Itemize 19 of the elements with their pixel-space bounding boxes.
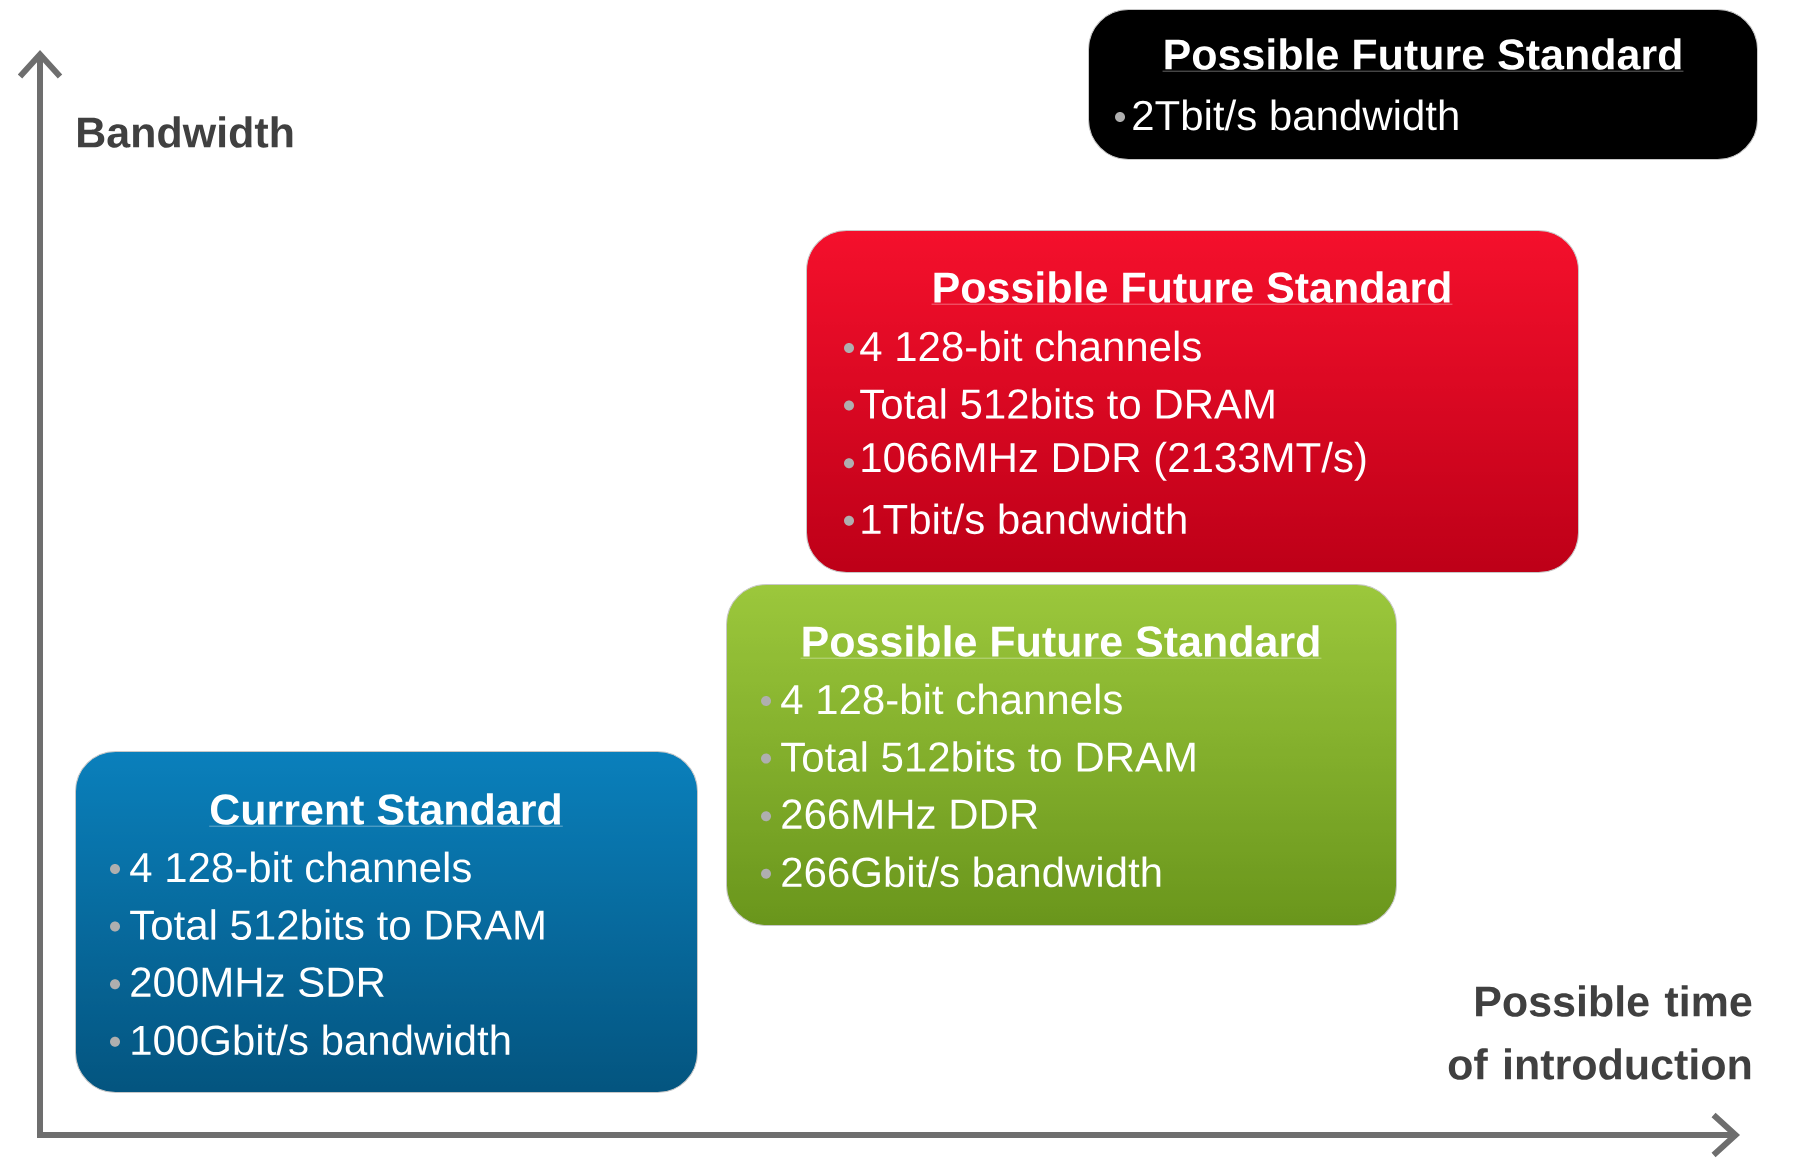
bullet-text: 4 128-bit channels <box>130 851 471 883</box>
bullet-text: 1066MHz DDR (2133MT/s) <box>862 441 1366 481</box>
bullet-text: Total 512bits to DRAM <box>860 388 1274 420</box>
heading: Possible Future Standard <box>931 271 1453 305</box>
bullet-text: 266MHz DDR <box>782 799 1038 830</box>
bullet-text: 4 128-bit channels <box>781 683 1122 715</box>
bullet-text: Total 512bits to DRAM <box>781 741 1195 773</box>
heading: Possible Future Standard <box>1162 38 1684 72</box>
bullet-text: 100Gbit/s bandwidth <box>132 1024 510 1056</box>
axis-label: Possible time of introduction <box>1448 985 1752 1080</box>
bullet-text: 2Tbit/s bandwidth <box>1133 99 1458 131</box>
bullet-text: 4 128-bit channels <box>860 330 1201 362</box>
axis-label: Bandwidth <box>78 116 293 148</box>
bullet-text: Total 512bits to DRAM <box>130 909 544 941</box>
bullet-text: 1Tbit/s bandwidth <box>862 503 1186 535</box>
bullet-text: 266Gbit/s bandwidth <box>782 856 1161 888</box>
heading: Current Standard <box>209 793 563 827</box>
bullet-text: 200MHz SDR <box>131 967 384 998</box>
heading: Possible Future Standard <box>800 625 1322 659</box>
